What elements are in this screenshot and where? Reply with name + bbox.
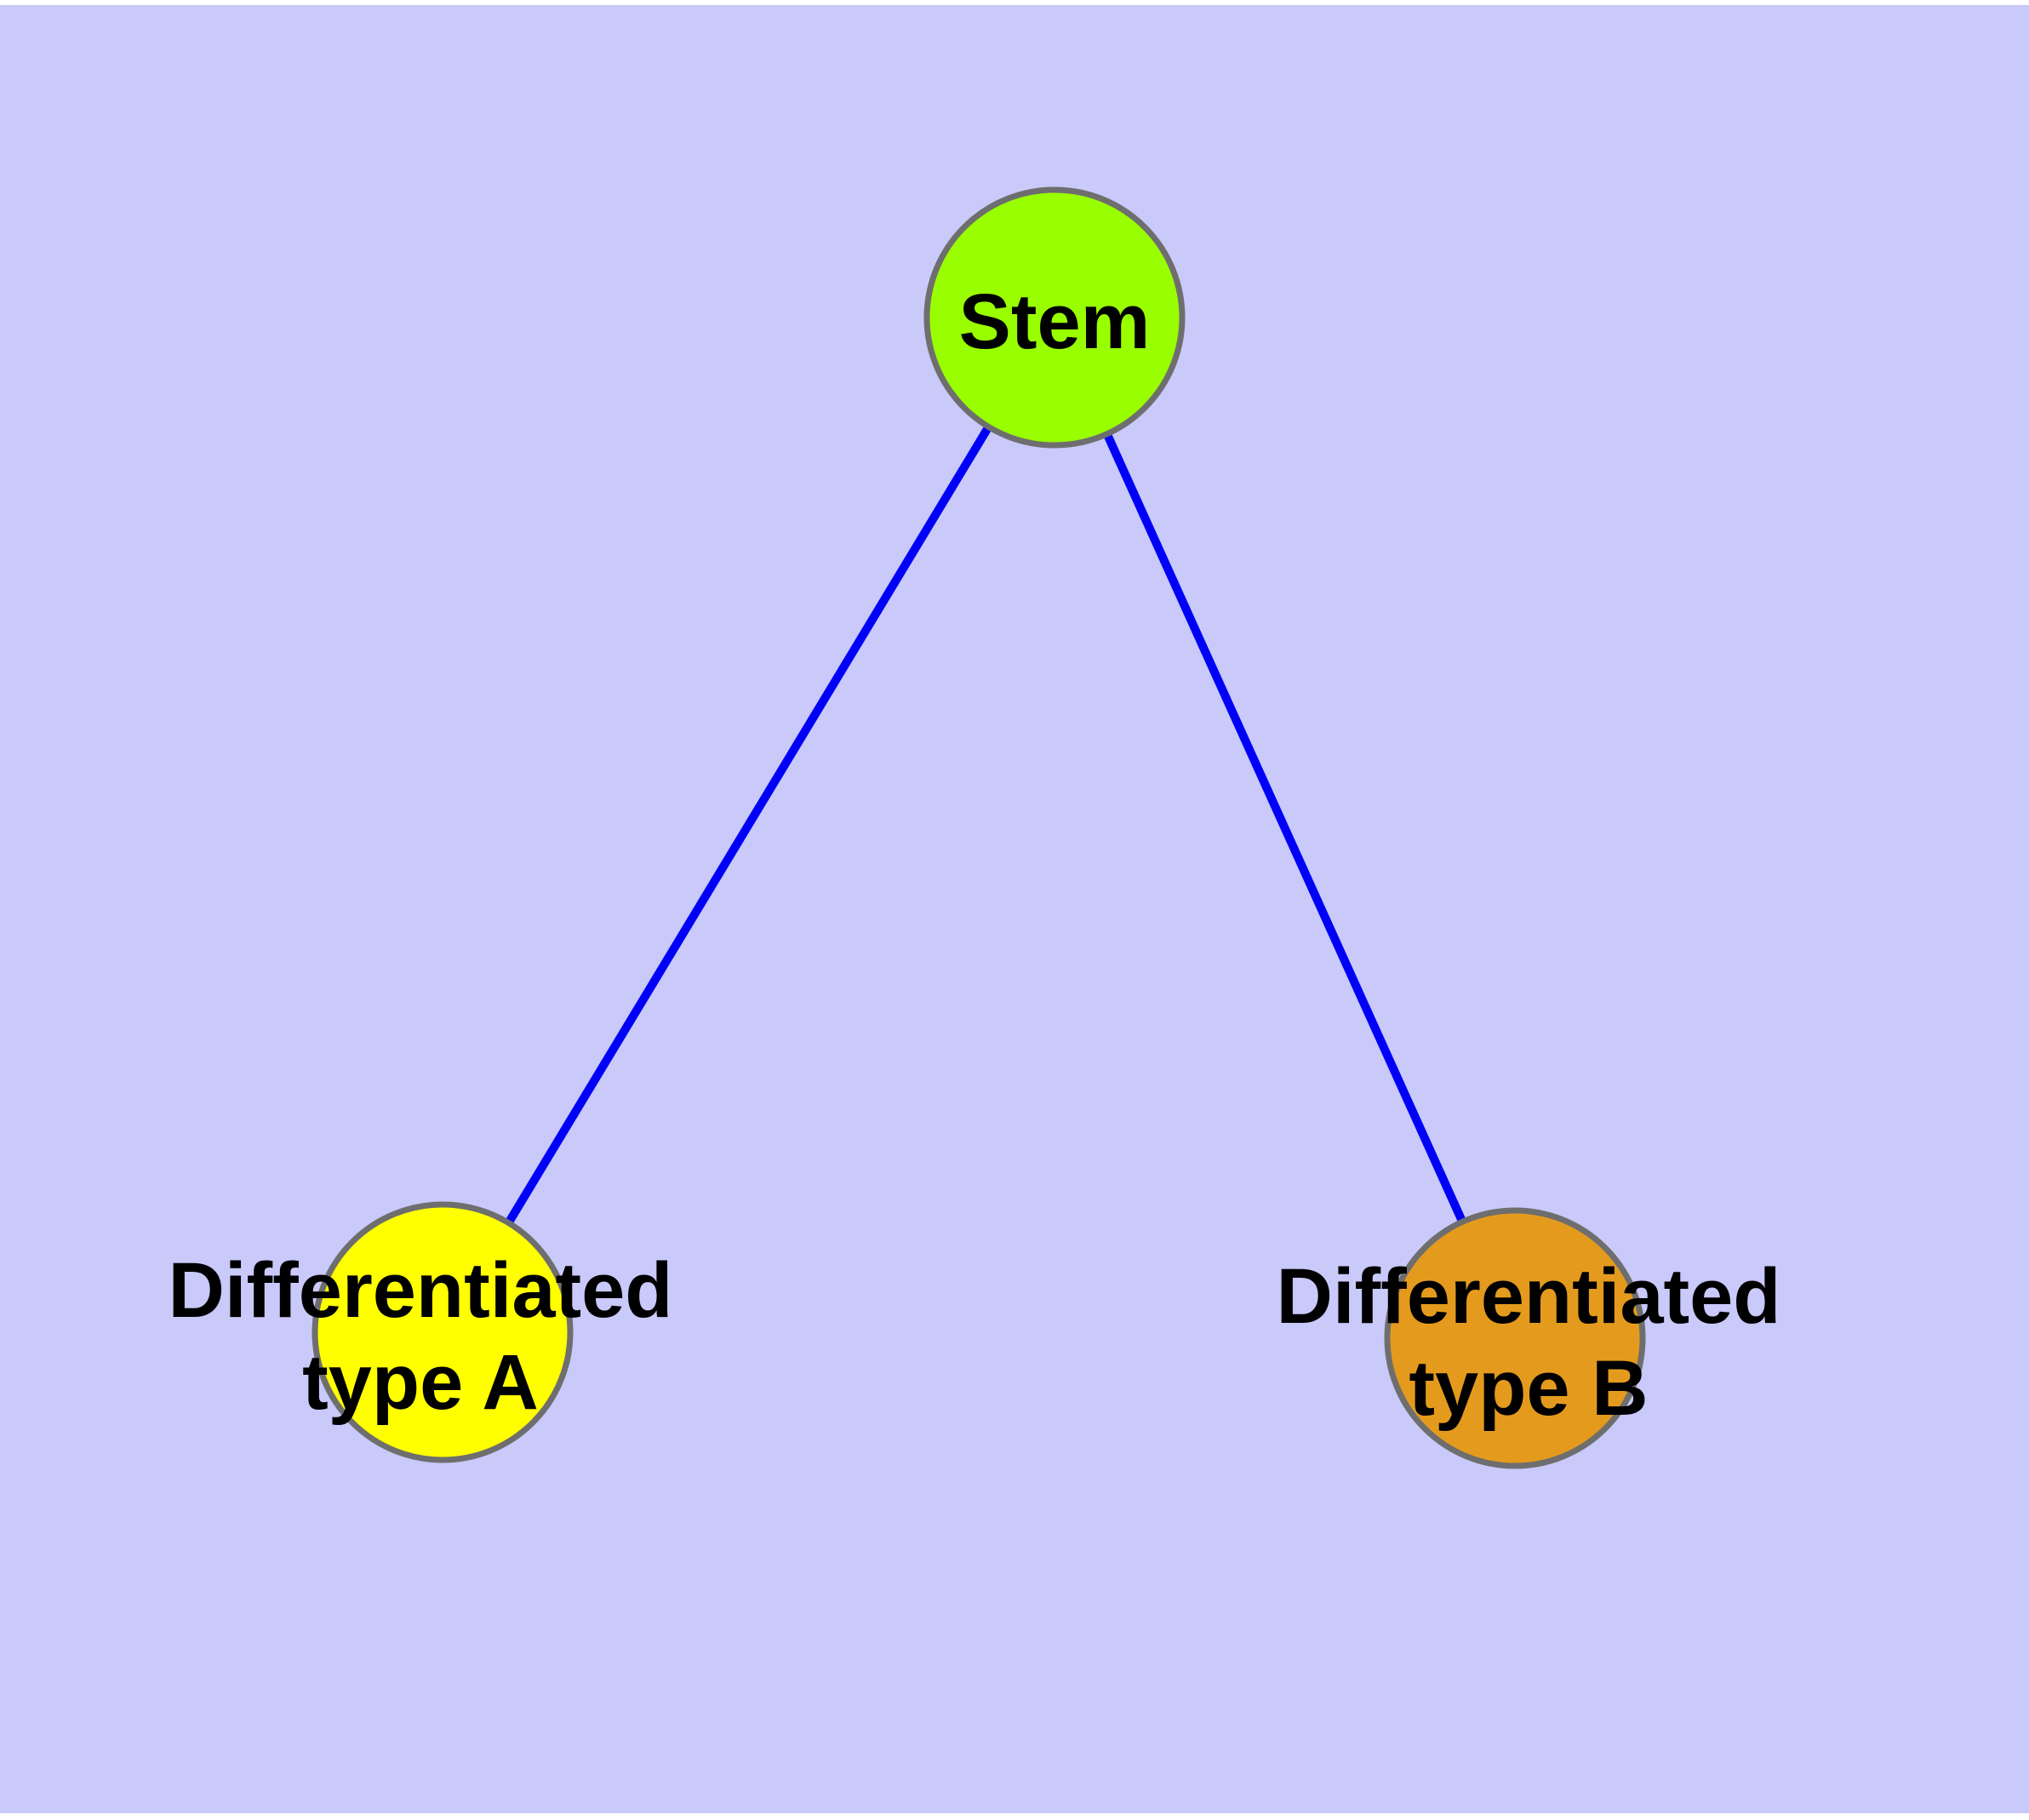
edge-stem-to-type-b <box>1050 315 1519 1341</box>
node-type-b-circle <box>1384 1207 1646 1469</box>
node-stem-circle <box>923 186 1186 449</box>
node-stem-label: Stem <box>959 278 1151 365</box>
node-type-a-circle <box>311 1201 574 1463</box>
edge-stem-to-type-a <box>438 315 1059 1335</box>
